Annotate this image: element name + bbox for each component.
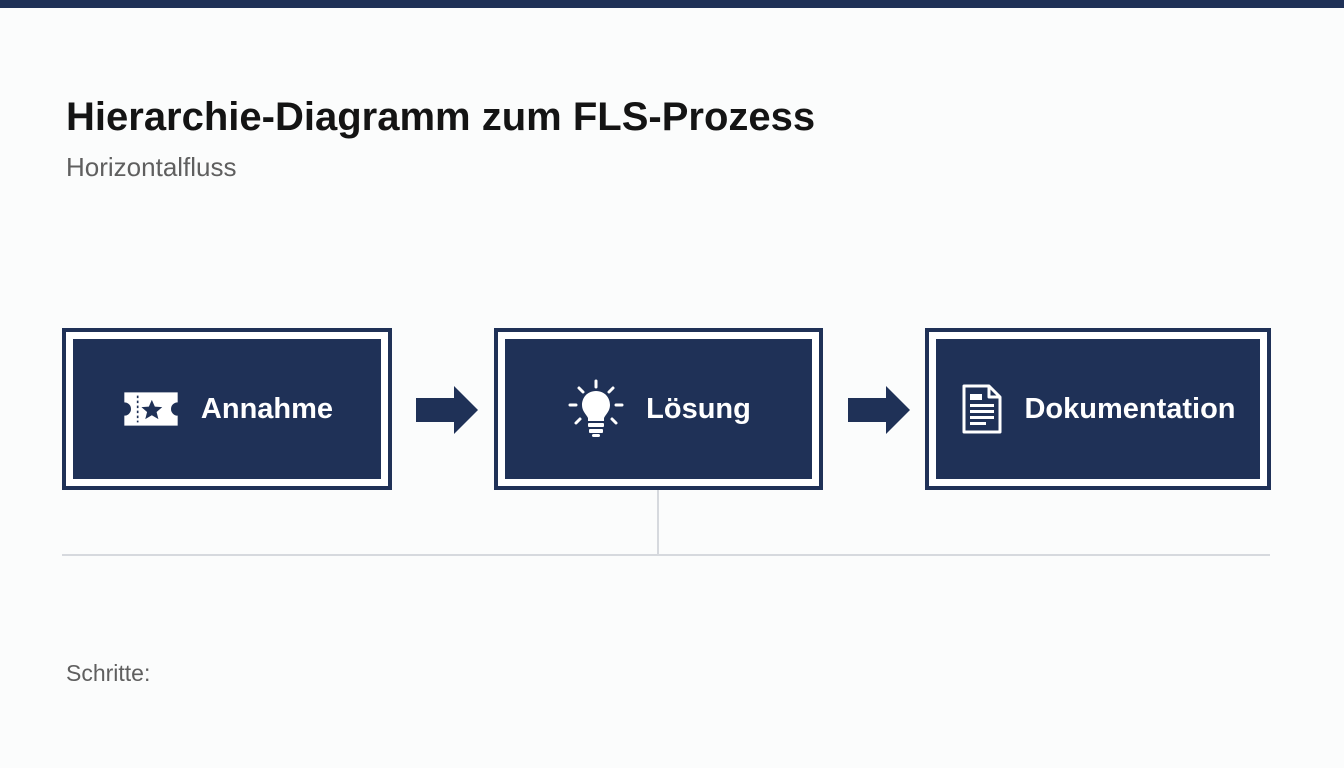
document-icon	[960, 379, 1004, 439]
step-box-loesung: Lösung	[494, 328, 823, 490]
steps-heading: Schritte:	[66, 660, 151, 686]
page-title: Hierarchie-Diagramm zum FLS-Prozess	[66, 95, 816, 139]
step-label: Lösung	[646, 392, 751, 425]
step-box-dokumentation: Dokumentation	[925, 328, 1271, 490]
step-label: Dokumentation	[1024, 392, 1236, 425]
connector-line-horizontal	[62, 554, 1270, 556]
connector-line-vertical	[657, 490, 659, 555]
arrow-right-icon	[848, 386, 910, 434]
ticket-icon	[121, 379, 181, 439]
page-subtitle: Horizontalfluss	[66, 152, 237, 182]
top-accent-bar	[0, 0, 1344, 8]
lightbulb-icon	[566, 379, 626, 439]
step-label: Annahme	[200, 392, 334, 425]
step-box-annahme: Annahme	[62, 328, 392, 490]
arrow-right-icon	[416, 386, 478, 434]
